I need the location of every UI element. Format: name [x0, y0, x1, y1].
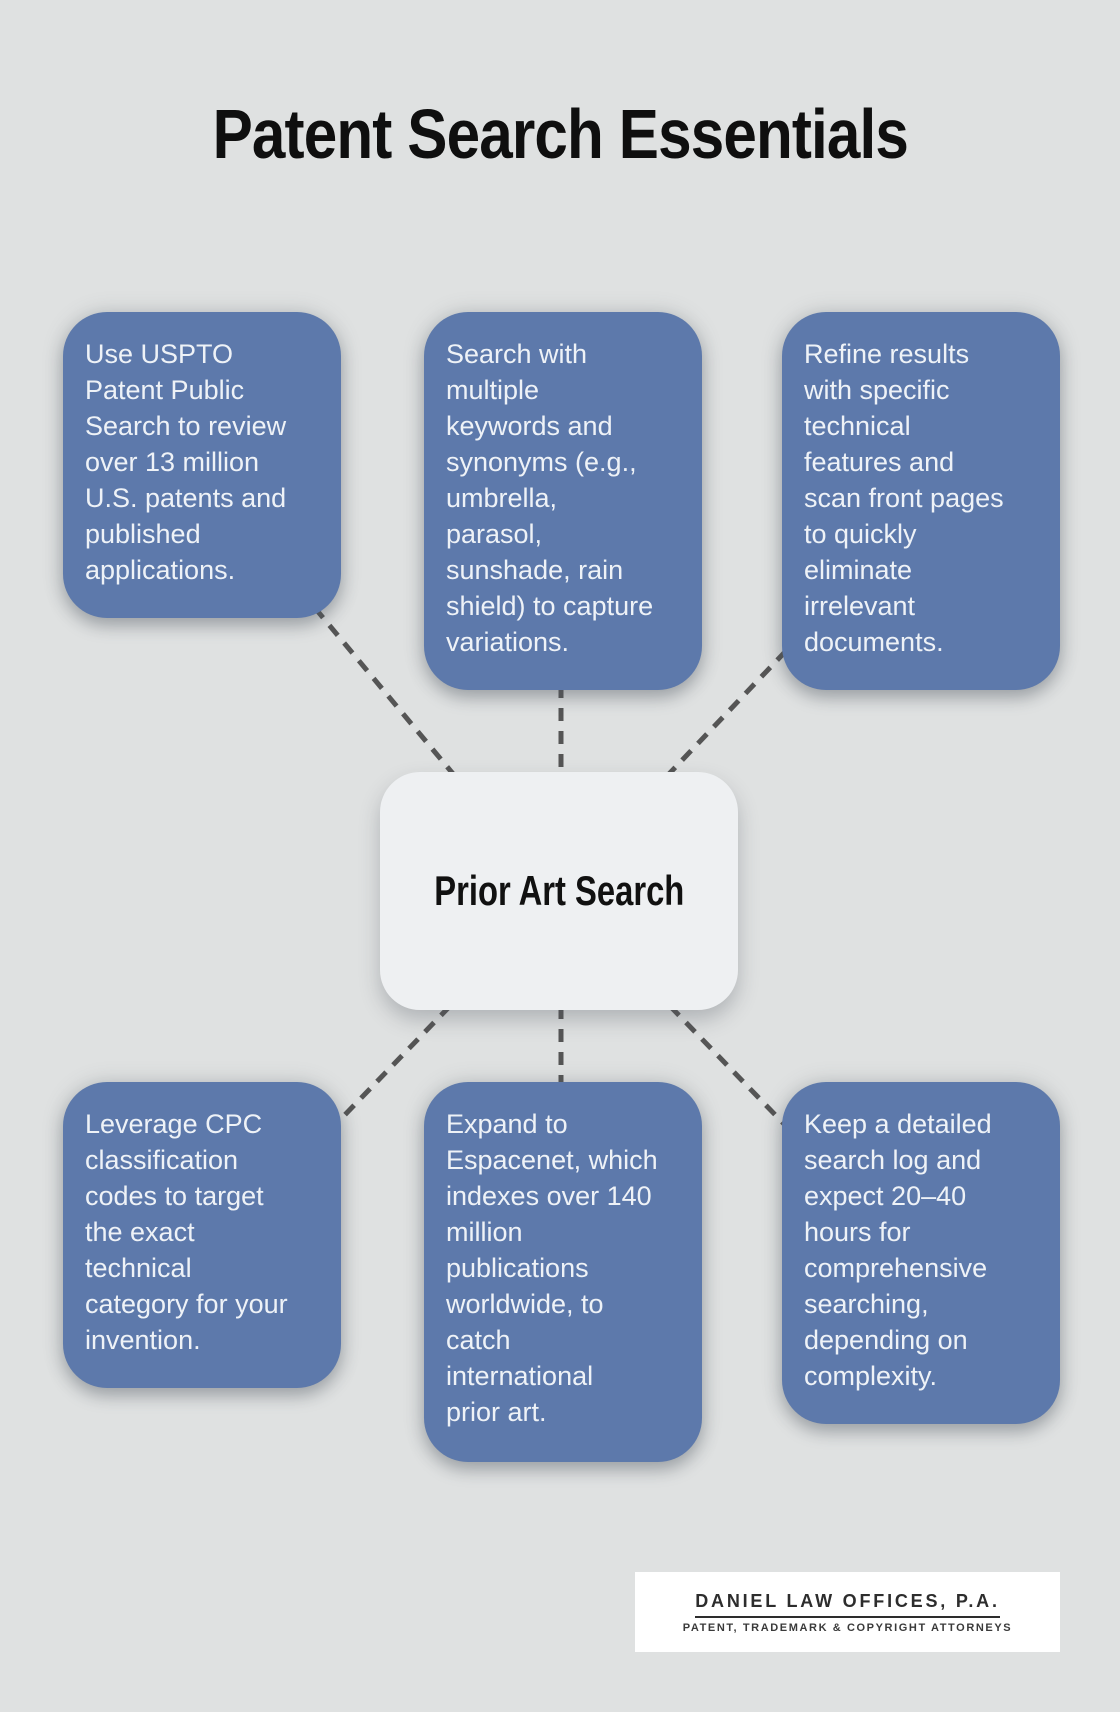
node-bottom-left: Leverage CPC classification codes to tar…	[63, 1082, 341, 1388]
connector-line-top-right	[666, 632, 804, 777]
node-bottom-left-text: Leverage CPC classification codes to tar…	[85, 1109, 288, 1355]
center-node-label: Prior Art Search	[433, 867, 685, 914]
node-top-right-text: Refine results with specific technical f…	[804, 339, 1004, 657]
node-bottom-right: Keep a detailed search log and expect 20…	[782, 1082, 1060, 1424]
connector-line-top-left	[298, 588, 456, 777]
law-firm-tagline: PATENT, TRADEMARK & COPYRIGHT ATTORNEYS	[682, 1621, 1013, 1634]
center-node: Prior Art Search	[380, 772, 738, 1010]
node-top-middle: Search with multiple keywords and synony…	[424, 312, 702, 690]
node-top-left: Use USPTO Patent Public Search to review…	[63, 312, 341, 618]
node-top-middle-text: Search with multiple keywords and synony…	[446, 339, 654, 657]
node-bottom-right-text: Keep a detailed search log and expect 20…	[804, 1109, 992, 1391]
node-top-left-text: Use USPTO Patent Public Search to review…	[85, 339, 287, 585]
node-bottom-middle: Expand to Espacenet, which indexes over …	[424, 1082, 702, 1462]
law-firm-name: DANIEL LAW OFFICES, P.A.	[695, 1591, 1000, 1618]
connector-line-bottom-left	[334, 1004, 452, 1126]
connector-line-bottom-right	[668, 1004, 788, 1128]
page-title: Patent Search Essentials	[0, 98, 1120, 170]
node-bottom-middle-text: Expand to Espacenet, which indexes over …	[446, 1109, 658, 1427]
page-title-text: Patent Search Essentials	[212, 95, 908, 173]
node-top-right: Refine results with specific technical f…	[782, 312, 1060, 690]
law-firm-logo: DANIEL LAW OFFICES, P.A. PATENT, TRADEMA…	[635, 1572, 1060, 1652]
